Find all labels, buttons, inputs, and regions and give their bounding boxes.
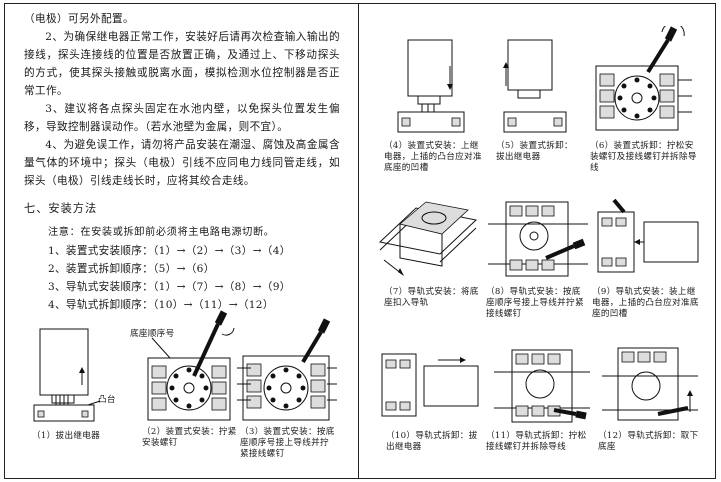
para-4: 4、为避免误工作，请勿将产品安装在潮湿、腐蚀及高金属含量气体的环境中；探头（电极… (24, 139, 340, 187)
figure-3-wiring (237, 318, 337, 421)
page-border (4, 3, 716, 479)
safety-note: 注意：在安装或拆卸前必须将主电路电源切断。 (48, 227, 275, 238)
para-3: 3、建议将各点探头固定在水池内壁，以免探头位置发生偏移，导致控制器误动作。（若水… (24, 103, 340, 133)
caption-6: （6）装置式拆卸：拧松安装螺钉及接线螺钉并拆除导线 (590, 141, 697, 173)
figure-9-rail-relay-insert (597, 198, 699, 273)
figure-12-remove-base (602, 347, 698, 421)
figure-11-rail-unwire (494, 349, 590, 423)
section-title: 七、安装方法 (24, 202, 98, 215)
step-2: 2、装置式拆卸顺序：（5）→（6） (48, 263, 215, 275)
caption-11: （11）导轨式拆卸：拧松接线螺钉并拆除导线 (486, 431, 587, 452)
column-divider (358, 3, 359, 479)
caption-8: （8）导轨式安装：按底座顺序号接上导线并拧紧接线螺钉 (486, 287, 584, 319)
caption-3: （3）装置式安装：按底座顺序号接上导线并拧紧接线螺钉 (240, 427, 335, 459)
figure-4-insert-relay (397, 39, 465, 133)
caption-10: （10）导轨式拆卸：拔出继电器 (386, 431, 478, 452)
step-1: 1、装置式安装顺序：（1）→（2）→（3）→（4） (48, 245, 291, 257)
caption-4: （4）装置式安装：上继电器，上插的凸台应对准底座的凹槽 (384, 141, 482, 173)
figure-2-base-screws (147, 310, 235, 421)
step-4: 4、导轨式拆卸顺序：（10）→（11）→（12） (48, 299, 274, 311)
label-boss: 凸台 (98, 395, 116, 405)
para-electrode: （电极）可另外配置。 (24, 13, 134, 25)
label-base-sequence: 底座顺序号 (130, 329, 175, 339)
caption-12: （12）导轨式拆卸：取下底座 (598, 431, 699, 452)
figure-8-rail-wiring (488, 201, 588, 277)
caption-5: （5）装置式拆卸：拔出继电器 (496, 141, 573, 162)
figure-10-rail-relay-pull (381, 353, 479, 417)
figure-6-loosen-screws (595, 26, 692, 131)
figure-7-rail-snap (378, 201, 478, 276)
left-text-column: （电极）可另外配置。 2、为确保继电器正常工作，安装好后请再次检查输入输出的接线… (24, 13, 340, 314)
caption-2: （2）装置式安装：拧紧安装螺钉 (142, 427, 237, 448)
figure-5-pull-relay (503, 39, 567, 133)
figure-1-relay-pull (33, 328, 101, 422)
caption-7: （7）导轨式安装：将底座扣入导轨 (384, 287, 479, 308)
caption-1: （1）拔出继电器 (32, 431, 101, 441)
caption-9: （9）导轨式安装：装上继电器，上插的凸台应对准底座的凹槽 (592, 287, 699, 319)
step-3: 3、导轨式安装顺序：（1）→（7）→（8）→（9） (48, 281, 291, 293)
para-2: 2、为确保继电器正常工作，安装好后请再次检查输入输出的接线，探头连接线的位置是否… (24, 31, 340, 97)
